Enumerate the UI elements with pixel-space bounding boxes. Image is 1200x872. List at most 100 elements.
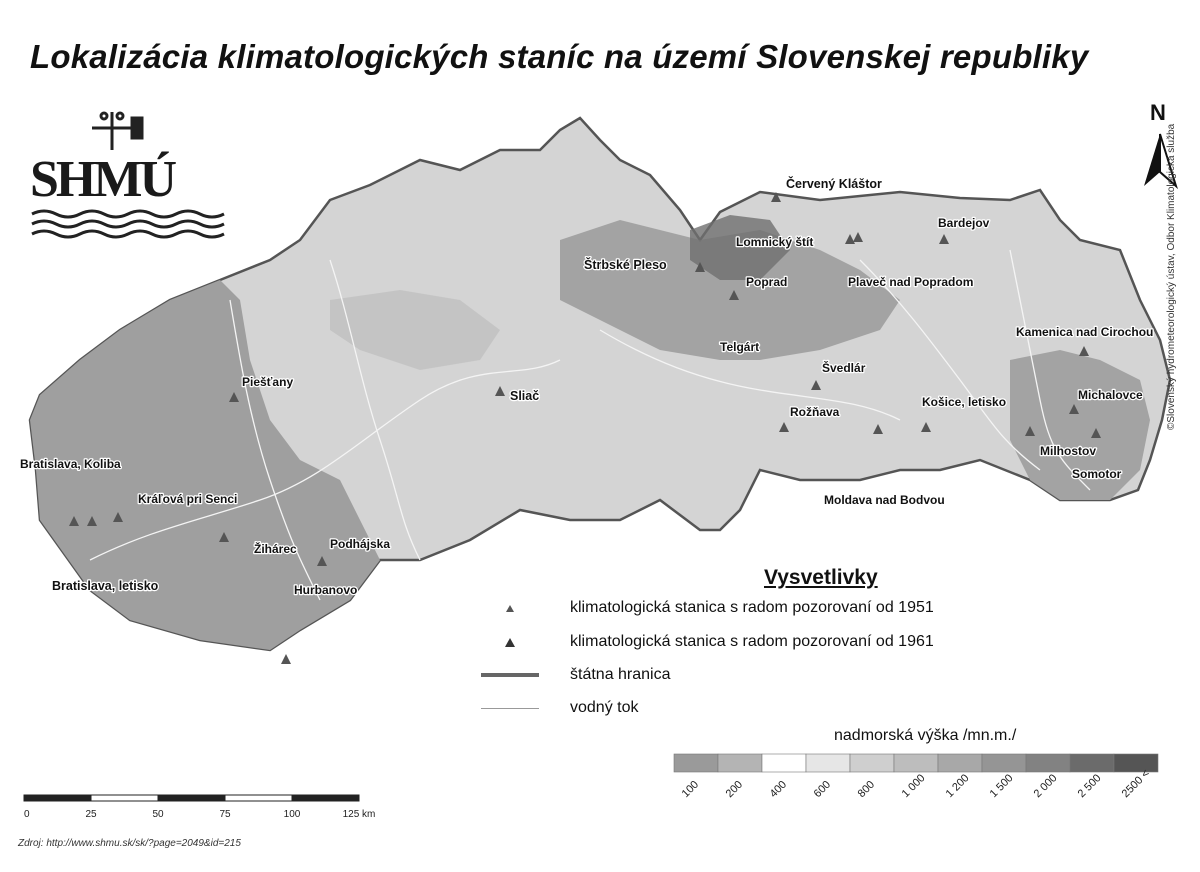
legend-item-border: štátna hranica <box>450 663 671 687</box>
map-title: Lokalizácia klimatologických staníc na ú… <box>30 38 1089 75</box>
north-label: N <box>1150 100 1166 125</box>
source-text: Zdroj: http://www.shmu.sk/sk/?page=2049&… <box>18 838 241 849</box>
station-marker <box>873 424 883 434</box>
scalebar-tick: 50 <box>152 809 164 820</box>
scalebar-tick: 25 <box>85 809 97 820</box>
elevation-swatch <box>761 753 807 773</box>
station-marker <box>69 516 79 526</box>
legend-label: vodný tok <box>570 699 639 716</box>
rivers <box>89 249 1091 601</box>
station-marker <box>495 386 505 396</box>
station-label: Plaveč nad Popradom <box>848 275 973 289</box>
scalebar-tick: 125 km <box>343 809 376 820</box>
station-marker <box>1079 346 1089 356</box>
elevation-swatch <box>937 753 983 773</box>
station-label: Lomnický štít <box>736 235 813 249</box>
station-marker <box>853 232 863 242</box>
elevation-swatch <box>849 753 895 773</box>
scalebar: 0 25 50 75 100 125 km <box>23 794 376 820</box>
elevation-swatch <box>981 753 1027 773</box>
station-label: Hurbanovo <box>294 583 357 597</box>
shmu-logo: SHMÚ <box>30 151 177 208</box>
elevation-swatch <box>805 753 851 773</box>
station-marker <box>811 380 821 390</box>
legend-item-river: vodný tok <box>450 696 638 720</box>
station-marker <box>1091 428 1101 438</box>
border-line-icon <box>481 673 539 677</box>
station-marker <box>317 556 327 566</box>
station-marker <box>771 192 781 202</box>
elevation-swatch <box>1069 753 1115 773</box>
station-label: Moldava nad Bodvou <box>824 493 945 507</box>
elevation-swatch <box>1113 753 1159 773</box>
elevation-tick: 800 <box>856 779 877 800</box>
scalebar-segment <box>157 794 226 802</box>
elevation-tick: 600 <box>812 779 833 800</box>
elevation-tick: 2500 < <box>1120 768 1152 800</box>
elevation-swatch <box>893 753 939 773</box>
weather-vane-icon <box>92 111 144 150</box>
river-line-icon <box>481 707 539 709</box>
station-label: Milhostov <box>1040 444 1096 458</box>
station-label: Bratislava, letisko <box>52 579 159 593</box>
station-label: Žihárec <box>254 541 297 556</box>
station-label: Rožňava <box>790 405 840 419</box>
station-marker <box>219 532 229 542</box>
station-label: Bardejov <box>938 216 990 230</box>
legend-label: štátna hranica <box>570 666 671 683</box>
station-marker <box>921 422 931 432</box>
elevation-title: nadmorská výška /mn.m./ <box>834 727 1017 744</box>
station-marker <box>737 342 747 352</box>
elevation-tick: 1 000 <box>900 772 928 800</box>
station-marker <box>1069 404 1079 414</box>
station-label: Kamenica nad Cirochou <box>1016 325 1153 339</box>
north-arrow-icon <box>1144 133 1178 190</box>
legend-item-1951: klimatologická stanica s radom pozorovan… <box>450 596 934 620</box>
station-marker <box>87 516 97 526</box>
triangle-light-icon <box>506 604 514 612</box>
scalebar-tick: 75 <box>219 809 231 820</box>
elevation-tick: 200 <box>724 779 745 800</box>
elevation-tick: 2 000 <box>1032 772 1060 800</box>
legend-title: Vysvetlivky <box>764 566 878 589</box>
station-label: Švedlár <box>822 360 866 375</box>
station-label: Bratislava, Koliba <box>20 457 121 471</box>
copyright-text: ©Slovenský hydrometeorologický ústav, Od… <box>1166 123 1177 430</box>
triangle-dark-icon <box>505 637 515 647</box>
logo-waves <box>31 209 225 239</box>
station-label: Somotor <box>1072 467 1122 481</box>
station-marker <box>695 262 705 272</box>
scalebar-segment <box>291 794 360 802</box>
scalebar-tick: 0 <box>24 809 30 820</box>
station-label: Kráľová pri Senci <box>138 492 237 506</box>
station-marker <box>939 234 949 244</box>
station-label: Poprad <box>746 275 787 289</box>
elevation-swatch <box>717 753 763 773</box>
station-label: Michalovce <box>1078 388 1143 402</box>
scalebar-segment <box>90 794 159 802</box>
station-marker <box>113 512 123 522</box>
station-marker <box>281 654 291 664</box>
station-label: Košice, letisko <box>922 395 1006 409</box>
scalebar-tick: 100 <box>284 809 301 820</box>
elevation-tick: 1 200 <box>944 772 972 800</box>
station-label: Podhájska <box>330 537 390 551</box>
elevation-swatch <box>1025 753 1071 773</box>
station-label: Sliač <box>510 389 539 403</box>
scalebar-segment <box>224 794 293 802</box>
station-label: Telgárt <box>720 340 759 354</box>
slovakia-terrain <box>28 116 1172 652</box>
station-marker <box>229 392 239 402</box>
station-marker <box>845 234 855 244</box>
legend-item-1961: klimatologická stanica s radom pozorovan… <box>450 630 934 654</box>
station-marker <box>1025 426 1035 436</box>
elevation-tick: 100 <box>680 779 701 800</box>
station-label: Piešťany <box>242 375 293 389</box>
elevation-swatch <box>673 753 719 773</box>
elevation-tick: 2 500 <box>1076 772 1104 800</box>
station-marker <box>779 422 789 432</box>
legend-label: klimatologická stanica s radom pozorovan… <box>570 633 934 650</box>
